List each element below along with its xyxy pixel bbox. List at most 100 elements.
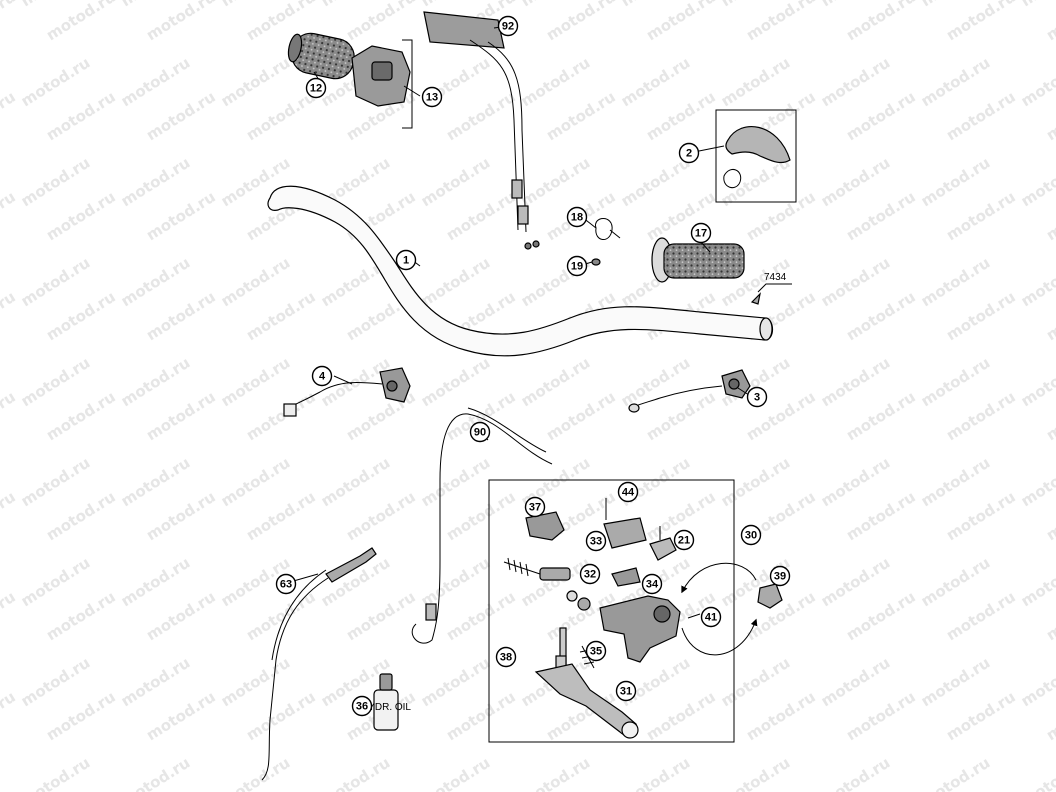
watermark-text: motod.ru <box>1018 54 1056 111</box>
callout-circle <box>351 695 373 717</box>
callout-label: 12 <box>310 83 322 95</box>
callout-label: 38 <box>500 652 512 664</box>
watermark-text: motod.ru <box>918 254 994 311</box>
watermark-text: motod.ru <box>518 54 594 111</box>
cable-63-part <box>261 547 377 781</box>
watermark-text: motod.ru <box>0 588 19 645</box>
watermark-text: motod.ru <box>1043 0 1056 44</box>
throttle-cables-part <box>423 11 540 250</box>
callout-35: 35 <box>585 640 607 662</box>
callout-label: 36 <box>356 701 368 713</box>
callout-circle <box>275 573 297 595</box>
watermark-text: motod.ru <box>843 388 919 445</box>
part-code-7434: 7434 <box>764 272 787 283</box>
callout-circle <box>641 573 663 595</box>
watermark-text: motod.ru <box>243 88 319 145</box>
watermark-text: motod.ru <box>443 488 519 545</box>
watermark-text: motod.ru <box>843 0 919 44</box>
watermark-text: motod.ru <box>643 0 719 44</box>
handguard-cover-part <box>715 109 797 203</box>
watermark-text: motod.ru <box>218 454 294 511</box>
watermark-text: motod.ru <box>118 754 194 792</box>
callout-label: 19 <box>571 261 583 273</box>
watermark-text: motod.ru <box>443 188 519 245</box>
watermark-text: motod.ru <box>718 654 794 711</box>
watermark-text: motod.ru <box>43 88 119 145</box>
watermark-text: motod.ru <box>343 388 419 445</box>
watermark-text: motod.ru <box>343 488 419 545</box>
watermark-text: motod.ru <box>18 154 94 211</box>
watermark-text: motod.ru <box>918 154 994 211</box>
watermark-text: motod.ru <box>243 388 319 445</box>
callout-circle <box>421 86 443 108</box>
callout-19: 19 <box>566 255 588 277</box>
callout-label: 39 <box>774 571 786 583</box>
watermark-text: motod.ru <box>818 354 894 411</box>
watermark-text: motod.ru <box>418 754 494 792</box>
pin-part <box>750 283 792 305</box>
watermark-text: motod.ru <box>18 754 94 792</box>
watermark-text: motod.ru <box>43 0 119 44</box>
watermark-text: motod.ru <box>43 388 119 445</box>
left-grip-part <box>651 237 745 283</box>
watermark-text: motod.ru <box>518 154 594 211</box>
watermark-text: motod.ru <box>18 454 94 511</box>
watermark-text: motod.ru <box>0 0 19 44</box>
callout-18: 18 <box>566 206 588 228</box>
watermark-text: motod.ru <box>718 754 794 792</box>
watermark-text: motod.ru <box>618 54 694 111</box>
callout-label: 44 <box>622 487 635 499</box>
callout-circle <box>566 206 588 228</box>
watermark-text: motod.ru <box>918 754 994 792</box>
throttle-housing-part <box>351 39 413 129</box>
callout-31: 31 <box>615 680 637 702</box>
watermark-text: motod.ru <box>43 488 119 545</box>
callout-label: 63 <box>280 579 292 591</box>
watermark-text: motod.ru <box>1018 554 1056 611</box>
watermark-text: motod.ru <box>118 354 194 411</box>
watermark-text: motod.ru <box>918 554 994 611</box>
watermark-text: motod.ru <box>318 754 394 792</box>
watermark-text: motod.ru <box>743 0 819 44</box>
watermark-text: motod.ru <box>18 354 94 411</box>
callout-label: 33 <box>590 536 602 548</box>
callout-circle <box>495 646 517 668</box>
watermark-text: motod.ru <box>843 188 919 245</box>
watermark-text: motod.ru <box>0 688 19 745</box>
watermark-text: motod.ru <box>643 88 719 145</box>
watermark-text: motod.ru <box>943 88 1019 145</box>
callout-12: 12 <box>305 77 327 99</box>
handlebar-part <box>267 185 774 357</box>
watermark-text: motod.ru <box>43 688 119 745</box>
watermark-text: motod.ru <box>0 288 19 345</box>
watermark-text: motod.ru <box>918 54 994 111</box>
watermark-text: motod.ru <box>18 54 94 111</box>
callout-label: 1 <box>403 255 409 267</box>
callout-circle <box>469 421 491 443</box>
callout-circle <box>673 529 695 551</box>
switch-left-part <box>283 367 411 417</box>
callout-circle <box>690 222 712 244</box>
callout-36: 36 <box>351 695 373 717</box>
callout-38: 38 <box>495 646 517 668</box>
watermark-text: motod.ru <box>118 454 194 511</box>
watermark-text: motod.ru <box>18 254 94 311</box>
callout-21: 21 <box>673 529 695 551</box>
watermark-text: motod.ru <box>1018 754 1056 792</box>
watermark-text: motod.ru <box>818 454 894 511</box>
cable-tie-part <box>595 218 621 240</box>
watermark-text: motod.ru <box>218 754 294 792</box>
callout-label: 37 <box>529 502 541 514</box>
callout-30: 30 <box>740 524 762 546</box>
watermark-text: motod.ru <box>143 188 219 245</box>
callout-label: 2 <box>686 148 692 160</box>
watermark-text: motod.ru <box>618 154 694 211</box>
callout-circle <box>305 77 327 99</box>
watermark-text: motod.ru <box>543 88 619 145</box>
watermark-text: motod.ru <box>143 688 219 745</box>
watermark-text: motod.ru <box>18 654 94 711</box>
callout-4: 4 <box>311 365 333 387</box>
watermark-text: motod.ru <box>943 488 1019 545</box>
watermark-text: motod.ru <box>518 754 594 792</box>
callout-32: 32 <box>579 563 601 585</box>
